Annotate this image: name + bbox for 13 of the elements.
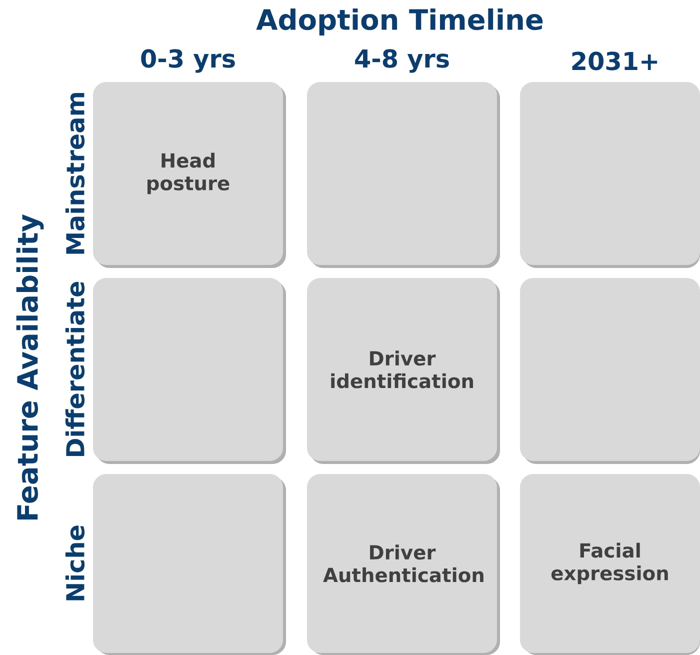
empty-box — [93, 278, 286, 464]
row-header: Differentiate — [65, 282, 85, 456]
feature-box: Head posture — [93, 82, 286, 268]
heading: Adoption Timeline — [256, 8, 543, 36]
empty-box — [93, 474, 286, 655]
feature-box: Facial expression — [520, 474, 700, 655]
feature-box: Driver Authentication — [307, 474, 500, 655]
empty-box — [520, 82, 700, 268]
empty-box — [307, 82, 500, 268]
feature-box: Driver identification — [307, 278, 500, 464]
axis-title: Feature Availability — [16, 214, 44, 520]
empty-box — [520, 278, 700, 464]
row-header: Mainstream — [65, 92, 85, 254]
